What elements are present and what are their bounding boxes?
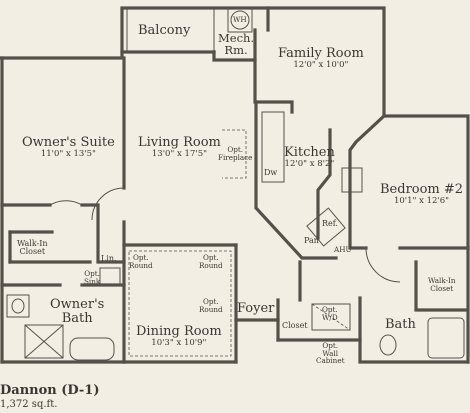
foyer-label: Foyer <box>237 301 275 316</box>
wd-line1: Opt. <box>322 305 338 314</box>
family-room-label: Family Room 12'0" x 10'0" <box>278 44 364 70</box>
opt-sink-label: Opt. Sink <box>84 270 100 285</box>
dining-room-dims: 10'3" x 10'9" <box>151 337 207 348</box>
round-br-line1: Opt. <box>202 297 219 306</box>
bath-label: Bath <box>385 317 416 332</box>
refrigerator-label: Ref. <box>322 219 338 228</box>
walk-in-bedroom-line1: Walk-In <box>428 276 456 285</box>
dining-room-label: Dining Room 10'3" x 10'9" <box>136 322 222 348</box>
family-room-dims: 12'0" x 10'0" <box>293 59 349 70</box>
opt-sink-line2: Sink <box>84 276 101 286</box>
wall-cabinet-line3: Cabinet <box>316 356 345 366</box>
closet-label: Closet <box>282 321 308 330</box>
owners-suite-dims: 11'0" x 13'5" <box>40 148 96 159</box>
owners-suite-label: Owner's Suite 11'0" x 13'5" <box>22 133 115 159</box>
round-tr-line1: Opt. <box>202 253 219 262</box>
opt-round-tr-label: Opt. Round <box>199 254 223 269</box>
dining-room-name: Dining Room <box>136 324 222 339</box>
living-room-label: Living Room 13'0" x 17'5" <box>138 133 221 159</box>
opt-round-tl-label: Opt. Round <box>129 254 153 269</box>
walk-in-owner-line2: Closet <box>19 247 46 257</box>
linen-label: Lin. <box>101 254 117 263</box>
fireplace-label: Opt. Fireplace <box>218 146 252 161</box>
fireplace-line1: Opt. <box>227 145 244 154</box>
walk-in-owner-line1: Walk-In <box>17 239 48 248</box>
bedroom-2-dims: 10'1" x 12'6" <box>393 195 450 206</box>
fireplace-line2: Fireplace <box>218 152 253 162</box>
walk-in-closet-bedroom-label: Walk-In Closet <box>428 277 455 292</box>
owners-bath-line2: Bath <box>61 310 93 326</box>
bedroom-2-name: Bedroom #2 <box>380 182 464 197</box>
round-tl-line1: Opt. <box>132 253 149 262</box>
kitchen-dims: 12'0" x 8'2" <box>284 158 335 169</box>
kitchen-name: Kitchen <box>284 145 335 160</box>
kitchen-label: Kitchen 12'0" x 8'2" <box>284 143 335 169</box>
walk-in-closet-owner-label: Walk-In Closet <box>17 239 48 257</box>
owners-bath-line1: Owner's <box>50 297 105 312</box>
ahu-label: AHU <box>334 245 352 254</box>
balcony-label: Balcony <box>138 23 191 38</box>
opt-wd-label: Opt. W/D <box>322 306 338 321</box>
wall-cabinet-line1: Opt. <box>322 341 339 350</box>
dishwasher-label: Dw <box>264 168 278 177</box>
wd-line2: W/D <box>322 312 338 322</box>
bedroom-2-label: Bedroom #2 10'1" x 12'6" <box>380 180 463 206</box>
living-room-dims: 13'0" x 17'5" <box>151 148 208 159</box>
plan-title: Dannon (D-1) <box>0 383 100 398</box>
opt-sink-line1: Opt. <box>84 269 100 278</box>
owners-suite-name: Owner's Suite <box>22 135 115 150</box>
family-room-name: Family Room <box>278 46 364 61</box>
mech-line1: Mech. <box>218 31 255 45</box>
wall-cabinet-line2: Wall <box>322 348 339 358</box>
plan-area: 1,372 sq.ft. <box>0 399 58 410</box>
water-heater-label: WH <box>233 15 247 24</box>
pantry-label: Pan <box>304 236 319 245</box>
mech-line2: Rm. <box>224 43 248 58</box>
owners-bath-label: Owner's Bath <box>50 298 104 325</box>
mech-room-label: Mech. Rm. <box>218 32 254 56</box>
walk-in-bedroom-line2: Closet <box>430 283 454 293</box>
living-room-name: Living Room <box>138 135 221 150</box>
opt-round-br-label: Opt. Round <box>199 298 223 313</box>
round-tr-line2: Round <box>199 260 223 270</box>
opt-wall-cabinet-label: Opt. Wall Cabinet <box>316 342 344 365</box>
round-tl-line2: Round <box>129 260 153 270</box>
round-br-line2: Round <box>199 304 223 314</box>
